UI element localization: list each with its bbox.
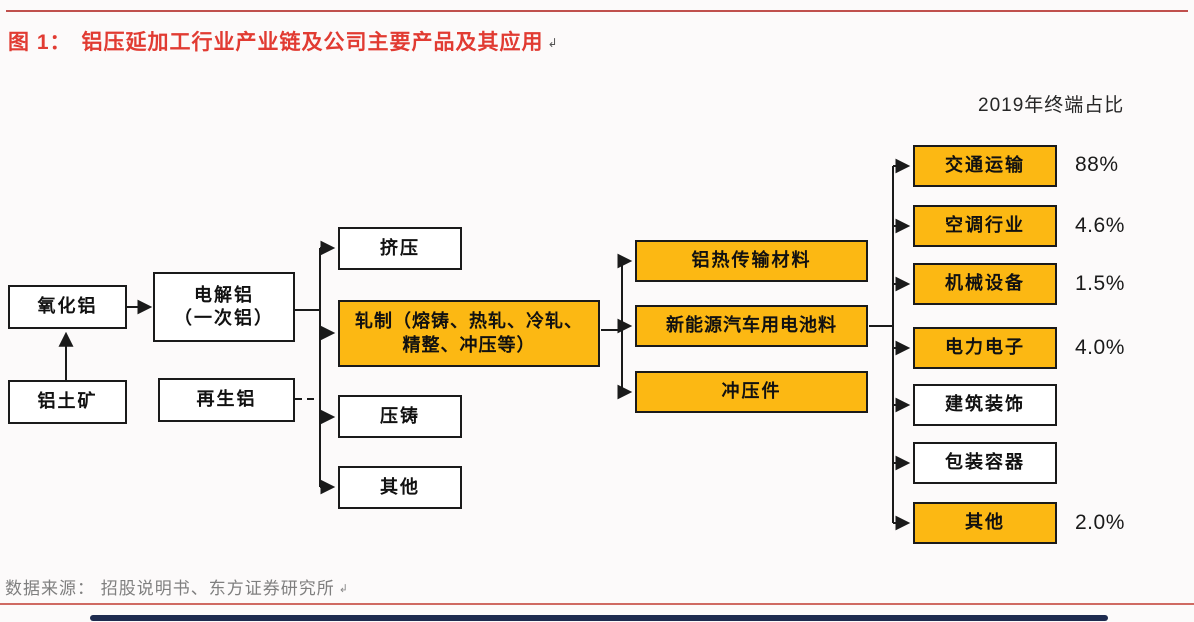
figure-title: 图 1： 铝压延加工行业产业链及公司主要产品及其应用↲ — [8, 26, 558, 56]
share-other: 2.0% — [1075, 511, 1125, 534]
node-electrolytic-line1: 电解铝 — [194, 284, 254, 305]
figure-number-label: 图 1： — [8, 31, 72, 54]
share-machinery: 1.5% — [1075, 272, 1125, 295]
horizontal-scrollbar-thumb[interactable] — [90, 615, 1108, 621]
node-alumina: 氧化铝 — [8, 285, 127, 329]
node-market-transportation: 交通运输 — [913, 145, 1057, 187]
node-recycled-aluminum: 再生铝 — [158, 378, 295, 422]
node-process-other: 其他 — [338, 466, 462, 509]
node-bauxite: 铝土矿 — [8, 380, 127, 424]
node-market-other: 其他 — [913, 502, 1057, 544]
node-product-nev-battery-material: 新能源汽车用电池料 — [635, 305, 868, 347]
data-source-note: 数据来源： 招股说明书、东方证券研究所↲ — [5, 574, 349, 599]
paragraph-mark-icon: ↲ — [547, 36, 558, 50]
node-product-heat-transfer-material: 铝热传输材料 — [635, 240, 868, 282]
figure-title-text: 铝压延加工行业产业链及公司主要产品及其应用 — [81, 31, 544, 54]
end-share-header: 2019年终端占比 — [978, 95, 1125, 116]
node-product-stamped-parts: 冲压件 — [635, 371, 868, 413]
top-red-rule — [6, 10, 1188, 12]
node-market-packaging-containers: 包装容器 — [913, 442, 1057, 484]
node-process-rolling: 轧制（熔铸、热轧、冷轧、精整、冲压等） — [338, 300, 600, 367]
node-process-extrusion: 挤压 — [338, 227, 462, 270]
share-air-conditioning: 4.6% — [1075, 214, 1125, 237]
node-market-construction-decoration: 建筑装饰 — [913, 384, 1057, 426]
data-source-text: 数据来源： 招股说明书、东方证券研究所 — [5, 579, 335, 598]
node-market-machinery: 机械设备 — [913, 263, 1057, 305]
share-transportation: 88% — [1075, 153, 1119, 176]
paragraph-mark-icon: ↲ — [338, 583, 349, 595]
bottom-red-rule — [0, 603, 1194, 605]
node-process-die-casting: 压铸 — [338, 395, 462, 438]
node-market-air-conditioning: 空调行业 — [913, 205, 1057, 247]
share-power-electronics: 4.0% — [1075, 336, 1125, 359]
node-electrolytic-aluminum: 电解铝 （一次铝） — [153, 272, 295, 342]
node-electrolytic-line2: （一次铝） — [174, 308, 274, 328]
node-market-power-electronics: 电力电子 — [913, 327, 1057, 369]
